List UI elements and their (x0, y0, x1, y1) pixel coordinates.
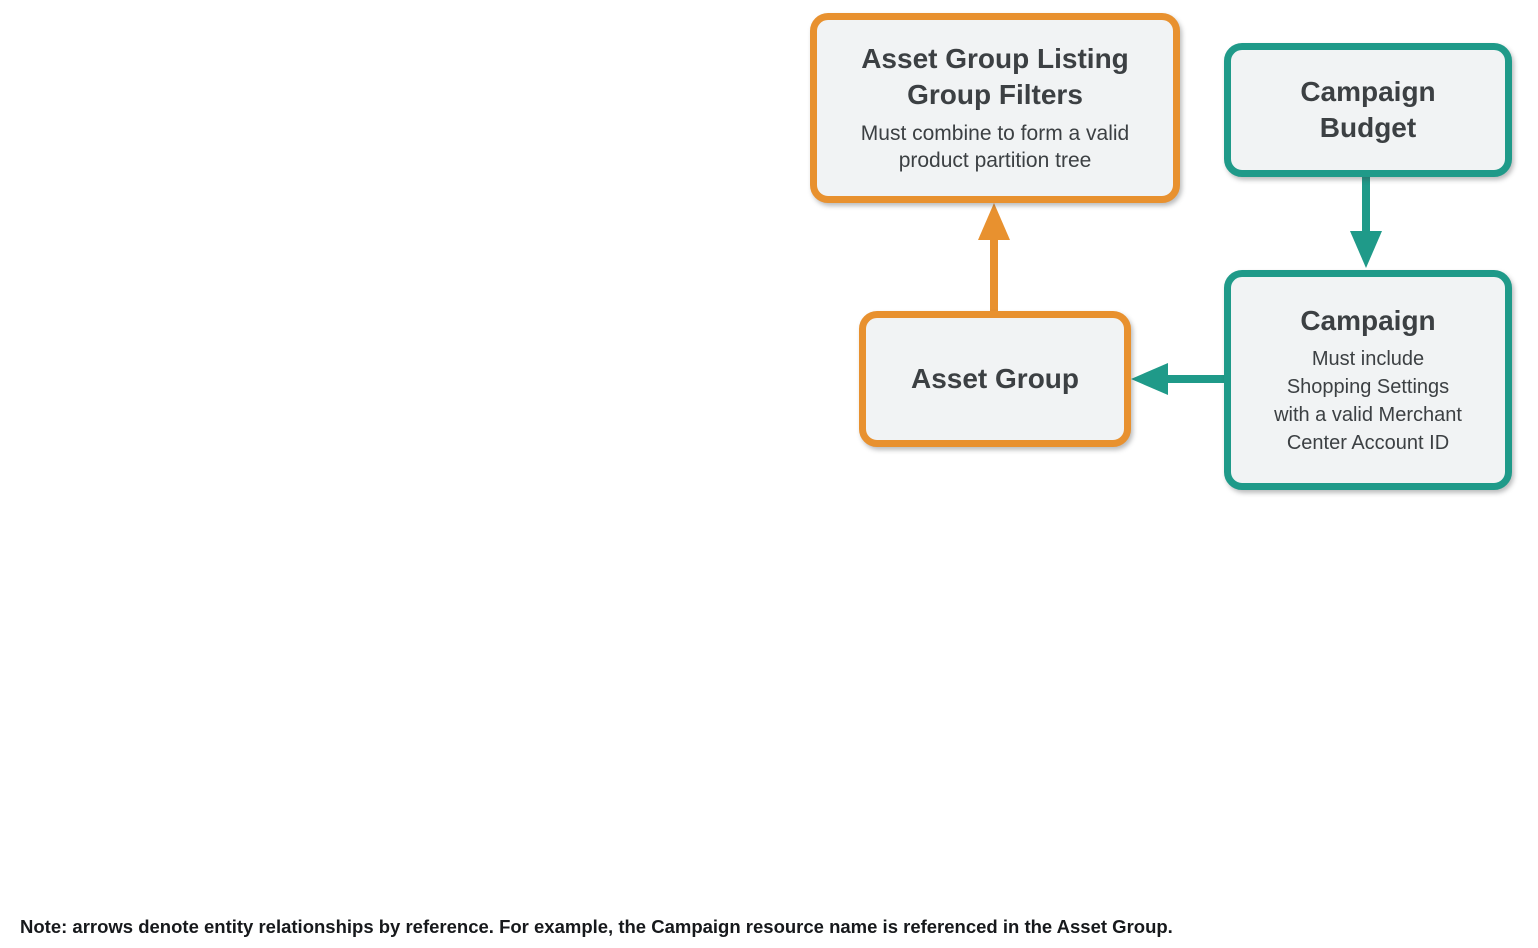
node-title: Campaign (1300, 304, 1436, 336)
node-campaign-budget: Campaign Budget (1224, 43, 1512, 177)
footnote: Note: arrows denote entity relationships… (20, 916, 1173, 937)
node-title: Asset Group Listing Group Filters (861, 42, 1129, 110)
node-asset-group: Asset Group (859, 311, 1131, 447)
node-subtitle: Must combine to form a valid product par… (860, 121, 1130, 173)
arrow-campaign-to-asset-group (1131, 363, 1224, 395)
node-campaign: Campaign Must include Shopping Settings … (1224, 270, 1512, 490)
node-subtitle: Must include Shopping Settings with a va… (1274, 348, 1462, 455)
arrow-asset-group-to-listing-filters (978, 203, 1010, 311)
node-title: Asset Group (910, 363, 1080, 395)
node-asset-group-listing-group-filters: Asset Group Listing Group Filters Must c… (810, 13, 1180, 203)
arrow-campaign-budget-to-campaign (1350, 177, 1382, 268)
node-title: Campaign Budget (1300, 76, 1436, 143)
